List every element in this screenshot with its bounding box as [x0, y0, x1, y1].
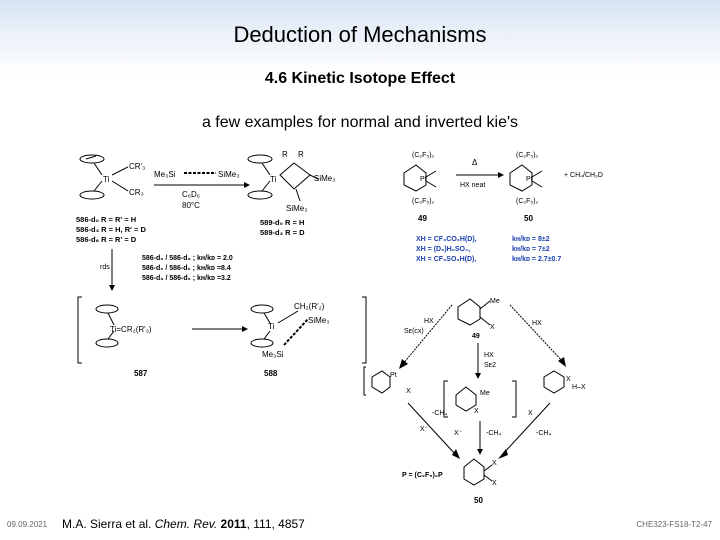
svg-text:Pt: Pt — [390, 372, 397, 379]
sm-label-d3: 586-d₃ R = H, R' = D — [76, 225, 146, 234]
footer-date: 09.09.2021 — [7, 520, 48, 529]
label-587: 587 — [134, 369, 148, 378]
kie-right-xh-1: XH = CF₃CO₂H(D), — [416, 236, 477, 243]
sm-label-d0: 586-d₀ R = R' = H — [76, 215, 136, 224]
sm-group-1: CR'₃ — [129, 162, 145, 171]
arrowhead — [244, 182, 250, 188]
metal-label: Ti — [103, 175, 110, 184]
pt-complex-49 — [403, 164, 437, 192]
svg-text:X: X — [490, 324, 495, 331]
kie-right-val-2: kʜ/kᴅ = 7±2 — [512, 246, 550, 253]
kie-right-xh-3: XH = CF₃SO₃H(D), — [416, 256, 476, 263]
top-left-group-2: (C₂F₅)₂ — [412, 198, 435, 205]
kie-right-xh-2: XH = (D₃)H₂SO₄, — [416, 246, 470, 253]
sm-label-d6: 586-d₆ R = R' = D — [76, 235, 137, 244]
svg-text:X: X — [492, 460, 497, 467]
prod-label-d0: 589-d₀ R = H — [260, 218, 304, 227]
svg-text:Me: Me — [480, 390, 490, 397]
prod-r1: R — [282, 150, 288, 159]
int-588-metal: Ti — [268, 322, 275, 331]
hx-center: HX — [484, 352, 494, 359]
titanacyclobutene-product — [247, 154, 319, 202]
pt-bottom-product — [463, 458, 493, 486]
prod-sime3-2: SiMe₃ — [286, 204, 307, 213]
label-49: 49 — [418, 214, 427, 223]
prod-sime3-1: SiMe₃ — [314, 174, 335, 183]
arrow-left-se — [401, 304, 453, 366]
prod-label-d3: 589-d₃ R = D — [260, 228, 305, 237]
ref-rest: , 111, 4857 — [246, 517, 305, 531]
label-bottom-50: 50 — [474, 496, 483, 505]
right-reaction-scheme: (C₂F₅)₂ Pt (C₂F₅)₂ Δ HX neat (C₂F₅)₂ Pt … — [363, 152, 603, 505]
kie-right-val-3: kʜ/kᴅ = 2.7±0.7 — [512, 256, 561, 263]
center-top-label: 49 — [472, 333, 480, 340]
pt-center-intermediate — [455, 386, 477, 412]
pt-50: Pt — [526, 176, 533, 183]
sm-group-2: CR₃ — [129, 188, 144, 197]
x-minus-center: X⁻ — [454, 430, 463, 437]
right-hx: H–X — [572, 384, 586, 391]
arrow-lower-left — [407, 402, 457, 456]
ref-year: 2011 — [220, 517, 247, 531]
pt-right-intermediate — [543, 370, 565, 394]
alkylidene-587 — [95, 304, 119, 348]
int-588-top: CH₂(R'₂) — [294, 302, 325, 311]
rds-label: rds — [100, 264, 110, 271]
pt-left-intermediate — [371, 370, 391, 394]
metal-label-product: Ti — [270, 175, 277, 184]
intermediate-588 — [250, 304, 309, 348]
pt-49: Pt — [420, 176, 427, 183]
kie-left-1: 586-d₀ / 586-d₃ ; kʜ/kᴅ = 2.0 — [142, 255, 233, 262]
x-minus-left: X⁻ — [420, 426, 429, 433]
reagent-right: SiMe₃ — [218, 170, 239, 179]
svg-text:X: X — [406, 388, 411, 395]
kie-right-val-1: kʜ/kᴅ = 8±2 — [512, 236, 550, 243]
x-right: X — [528, 410, 533, 417]
kie-left-2: 586-d₀ / 586-d₆ ; kʜ/kᴅ =8.4 — [142, 265, 231, 272]
label-588: 588 — [264, 369, 278, 378]
pt-complex-50 — [509, 164, 543, 192]
arrow-right-hx — [509, 304, 565, 364]
slide-title: Deduction of Mechanisms — [233, 22, 487, 47]
slide-caption: a few examples for normal and inverted k… — [201, 114, 519, 131]
top-arrow-conditions: HX neat — [460, 182, 485, 189]
prod-r2: R — [298, 150, 304, 159]
footer-reference: M.A. Sierra et al. Chem. Rev. 2011, 111,… — [62, 517, 305, 531]
titanocene-start — [79, 154, 129, 200]
left-reaction-scheme: Ti CR'₃ CR₃ Me₃Si SiMe₃ C₆D₆ 80°C Ti R R… — [76, 150, 367, 378]
hx-left: HX — [424, 318, 434, 325]
svg-text:X: X — [492, 480, 497, 487]
top-right-group-2: (C₂F₅)₂ — [516, 198, 539, 205]
top-arrow-delta: Δ — [472, 158, 478, 167]
ref-authors: M.A. Sierra et al. — [62, 517, 152, 531]
int-588-si: SiMe₃ — [308, 316, 329, 325]
conditions-temp: 80°C — [182, 201, 200, 210]
kie-left-3: 586-d₃ / 586-d₆ ; kʜ/kᴅ =3.2 — [142, 275, 231, 282]
top-left-group-1: (C₂F₅)₂ — [412, 152, 435, 159]
intermediate-brackets — [77, 296, 367, 364]
minus-ch4-left: -CH₄ — [432, 410, 447, 417]
p-definition: P = (C₂F₅)₂P — [402, 472, 443, 479]
label-50: 50 — [524, 214, 533, 223]
int-588-bottom: Me₃Si — [262, 350, 284, 359]
footer-code: CHE323-FS18-T2-47 — [636, 520, 712, 529]
top-byproduct: + CH₄/CH₃D — [564, 172, 603, 179]
int-587-text: Ti=CR₂(R'₃) — [110, 325, 152, 334]
svg-text:X: X — [474, 408, 479, 415]
section-heading: 4.6 Kinetic Isotope Effect — [264, 70, 456, 87]
se2-center: Sᴇ2 — [484, 362, 496, 369]
ref-journal: Chem. Rev. — [154, 517, 218, 531]
svg-text:X: X — [566, 376, 571, 383]
minus-ch4-right: -CH₄ — [536, 430, 551, 437]
se-left: Sᴇ(cx) — [404, 328, 424, 335]
reagent-left: Me₃Si — [154, 170, 176, 179]
minus-ch4-center: -CH₄ — [486, 430, 501, 437]
top-right-group-1: (C₂F₅)₂ — [516, 152, 539, 159]
pt-center-top — [457, 298, 491, 326]
conditions-solvent: C₆D₆ — [182, 190, 200, 199]
arrow-lower-right — [501, 402, 551, 456]
hx-right: HX — [532, 320, 542, 327]
svg-text:Me: Me — [490, 298, 500, 305]
